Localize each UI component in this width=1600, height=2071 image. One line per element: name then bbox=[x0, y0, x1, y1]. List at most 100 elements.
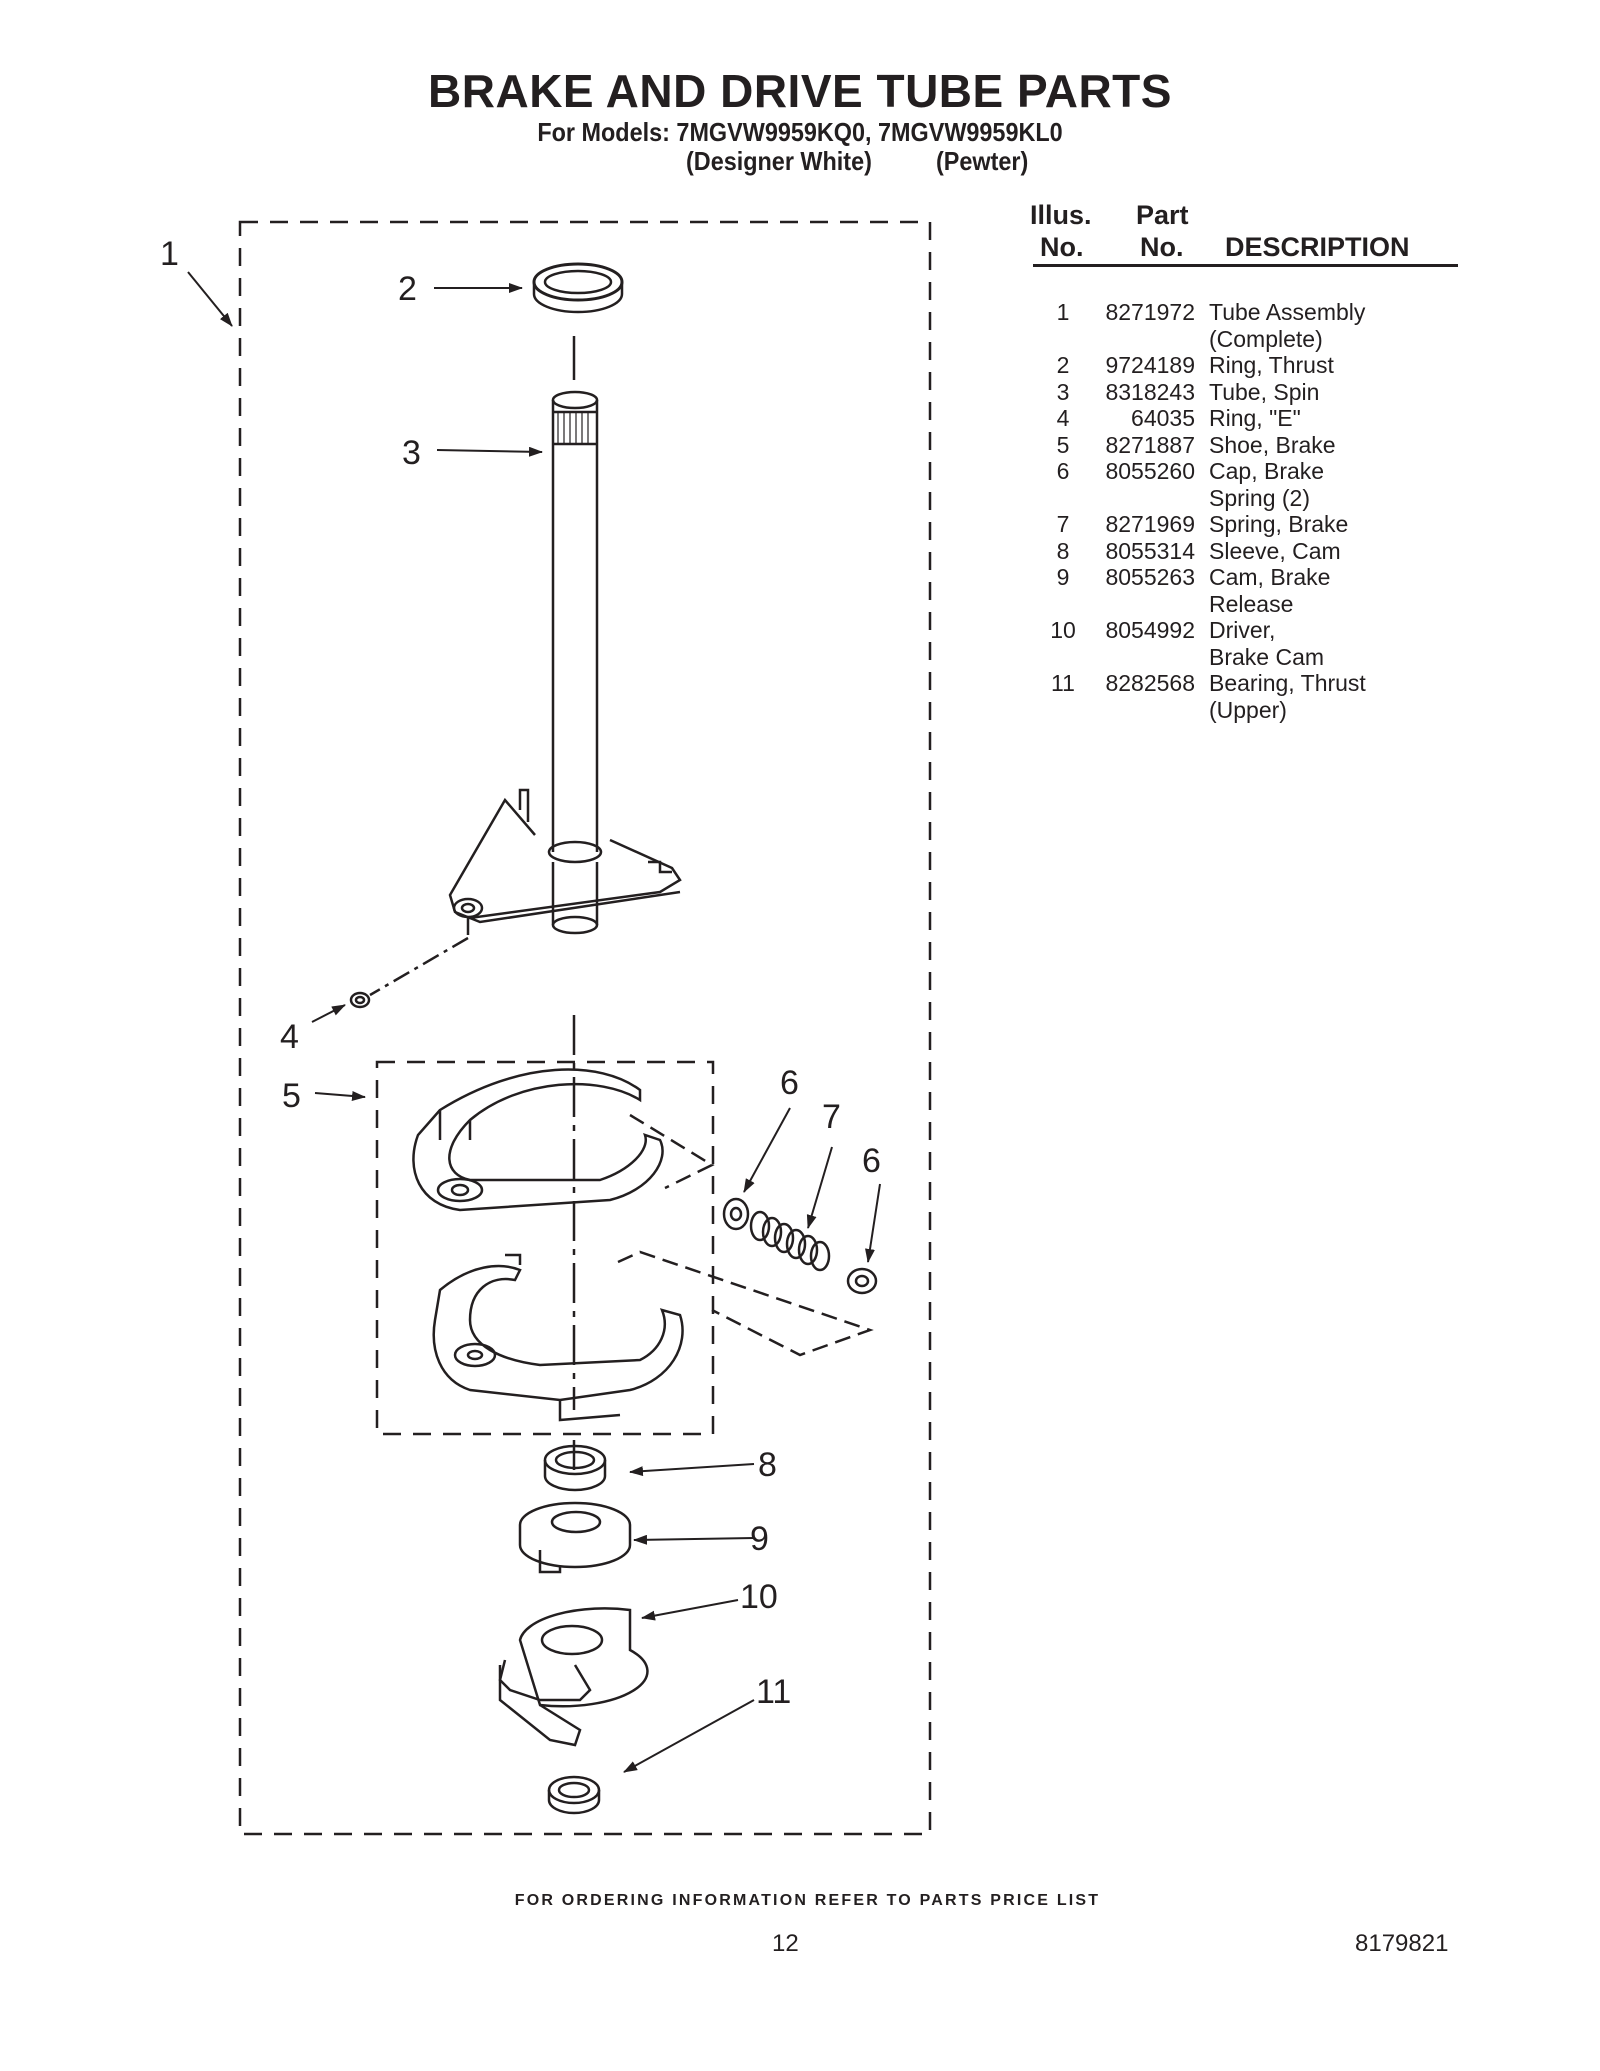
illus-number: 1 bbox=[1056, 299, 1070, 325]
callout-11: 11 bbox=[756, 1673, 791, 1711]
illus-number: 2 bbox=[1056, 352, 1070, 378]
table-row: Spring (2) bbox=[1033, 485, 1463, 512]
header-part-top: Part bbox=[1136, 200, 1189, 230]
callout-9: 9 bbox=[750, 1520, 769, 1558]
table-row: 6 8055260 Cap, Brake bbox=[1033, 458, 1463, 485]
brake-cam-driver-part bbox=[498, 1607, 649, 1747]
callout-6b: 6 bbox=[862, 1142, 881, 1180]
illus-number: 9 bbox=[1056, 564, 1070, 590]
table-row: (Upper) bbox=[1033, 697, 1463, 724]
brake-spring-part bbox=[749, 1210, 831, 1272]
part-number: 8271972 bbox=[1105, 299, 1195, 325]
part-description: Bearing, Thrust bbox=[1209, 670, 1366, 696]
part-description: (Upper) bbox=[1209, 696, 1287, 723]
lower-brake-shoe-part bbox=[432, 1253, 684, 1422]
models-line: For Models: 7MGVW9959KQ0, 7MGVW9959KL0 bbox=[537, 117, 1063, 147]
brake-spring-cap-left bbox=[722, 1197, 750, 1231]
part-description: Sleeve, Cam bbox=[1209, 537, 1341, 564]
part-number: 8054992 bbox=[1105, 617, 1195, 643]
header-illus-top: Illus. bbox=[1030, 200, 1092, 230]
callout-2: 2 bbox=[398, 270, 417, 308]
part-number: 8055263 bbox=[1105, 564, 1195, 590]
brake-shoe-frame bbox=[375, 1060, 715, 1436]
callout-10: 10 bbox=[740, 1578, 778, 1616]
part-description: Driver, bbox=[1209, 617, 1276, 643]
e-ring-part bbox=[349, 991, 371, 1009]
thrust-bearing-part bbox=[547, 1775, 601, 1815]
table-row: 3 8318243 Tube, Spin bbox=[1033, 379, 1463, 406]
illus-number: 11 bbox=[1051, 670, 1075, 696]
callout-1: 1 bbox=[160, 235, 179, 273]
thrust-ring-part bbox=[532, 262, 624, 314]
illus-number: 10 bbox=[1050, 617, 1076, 643]
part-description: Ring, "E" bbox=[1209, 405, 1301, 431]
callout-4: 4 bbox=[280, 1018, 299, 1056]
part-description: Brake Cam bbox=[1209, 643, 1325, 670]
table-header-rule bbox=[1033, 264, 1458, 267]
callout-labels: 1 2 3 4 5 6 7 6 8 9 10 11 bbox=[160, 235, 881, 1711]
spin-tube-part bbox=[448, 390, 682, 935]
part-number: 8318243 bbox=[1105, 378, 1195, 405]
leader-arrows bbox=[187, 271, 881, 1773]
table-row: 8 8055314 Sleeve, Cam bbox=[1033, 538, 1463, 565]
part-number: 8282568 bbox=[1105, 670, 1195, 696]
illus-number: 7 bbox=[1056, 511, 1070, 537]
part-number: 8271887 bbox=[1105, 431, 1195, 458]
table-row: Release bbox=[1033, 591, 1463, 618]
table-row: 1 8271972 Tube Assembly bbox=[1033, 299, 1463, 326]
part-description: Cam, Brake bbox=[1209, 564, 1331, 590]
callout-3: 3 bbox=[402, 434, 421, 472]
table-row: (Complete) bbox=[1033, 326, 1463, 353]
part-number: 8055314 bbox=[1105, 537, 1195, 564]
part-number: 64035 bbox=[1131, 405, 1195, 431]
part-number: 9724189 bbox=[1105, 352, 1195, 378]
part-description: Spring (2) bbox=[1209, 484, 1310, 511]
model-color-2: (Pewter) bbox=[936, 146, 1029, 176]
spring-guide-bottom bbox=[617, 1250, 874, 1357]
part-description: (Complete) bbox=[1209, 325, 1323, 352]
page-title: BRAKE AND DRIVE TUBE PARTS bbox=[428, 65, 1172, 117]
model-color-1: (Designer White) bbox=[686, 146, 872, 176]
spring-guide-top bbox=[629, 1113, 715, 1190]
part-description: Shoe, Brake bbox=[1209, 431, 1336, 458]
table-row: 4 64035 Ring, "E" bbox=[1033, 405, 1463, 432]
cam-sleeve-part bbox=[543, 1444, 607, 1492]
part-description: Spring, Brake bbox=[1209, 511, 1349, 537]
assembly-frame bbox=[238, 220, 932, 1836]
callout-6a: 6 bbox=[780, 1064, 799, 1102]
callout-7: 7 bbox=[822, 1098, 841, 1136]
part-description: Tube, Spin bbox=[1209, 378, 1320, 405]
part-number: 8271969 bbox=[1105, 511, 1195, 537]
part-description: Cap, Brake bbox=[1209, 458, 1325, 484]
table-row: 7 8271969 Spring, Brake bbox=[1033, 511, 1463, 538]
table-row: 2 9724189 Ring, Thrust bbox=[1033, 352, 1463, 379]
page-number: 12 bbox=[772, 1930, 799, 1957]
ordering-note: FOR ORDERING INFORMATION REFER TO PARTS … bbox=[514, 1892, 1101, 1909]
header-part-bottom: No. bbox=[1140, 232, 1184, 262]
table-row: 9 8055263 Cam, Brake bbox=[1033, 564, 1463, 591]
header-description: DESCRIPTION bbox=[1225, 232, 1410, 262]
callout-8: 8 bbox=[758, 1446, 777, 1484]
brake-release-cam-part bbox=[518, 1501, 632, 1574]
brake-spring-cap-right bbox=[846, 1267, 878, 1295]
table-row: 11 8282568 Bearing, Thrust bbox=[1033, 670, 1463, 697]
illus-number: 5 bbox=[1056, 431, 1070, 458]
part-description: Release bbox=[1209, 590, 1294, 617]
illus-number: 6 bbox=[1056, 458, 1070, 484]
e-ring-guide-line bbox=[369, 936, 469, 997]
document-number: 8179821 bbox=[1355, 1930, 1449, 1957]
part-number: 8055260 bbox=[1105, 458, 1195, 484]
header-illus-bottom: No. bbox=[1040, 232, 1084, 262]
illus-number: 3 bbox=[1056, 378, 1070, 405]
callout-5: 5 bbox=[282, 1077, 301, 1115]
table-row: 5 8271887 Shoe, Brake bbox=[1033, 432, 1463, 459]
upper-brake-shoe-part bbox=[412, 1068, 664, 1212]
table-row: 10 8054992 Driver, bbox=[1033, 617, 1463, 644]
illus-number: 4 bbox=[1056, 405, 1070, 431]
part-description: Tube Assembly bbox=[1209, 299, 1366, 325]
table-row: Brake Cam bbox=[1033, 644, 1463, 671]
part-description: Ring, Thrust bbox=[1209, 352, 1334, 378]
illus-number: 8 bbox=[1056, 537, 1070, 564]
